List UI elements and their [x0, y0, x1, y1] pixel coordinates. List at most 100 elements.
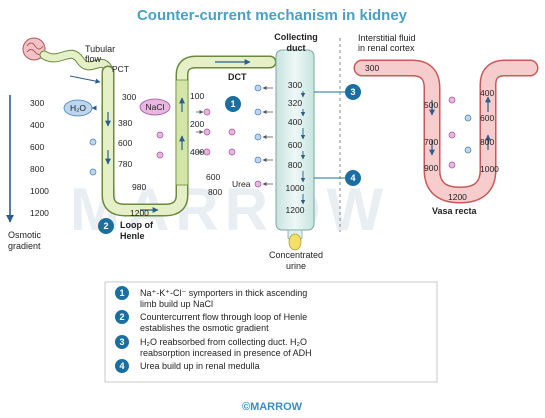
salt-dot-icon: [156, 151, 164, 159]
salt-dot-icon: [203, 148, 211, 156]
duct-value: 1200: [286, 205, 305, 215]
marker-2-badge: [98, 218, 114, 234]
water-dot-icon: [464, 146, 472, 154]
loop-bottom-value: 1200: [130, 208, 149, 218]
marker-4-text: 4: [350, 173, 355, 183]
urea-dot-icon: [254, 180, 262, 188]
marker-3: 3: [314, 84, 361, 100]
marker-4-badge: [345, 170, 361, 186]
water-dot-icon: [254, 108, 262, 116]
vasa-descending-value: 700: [424, 137, 438, 147]
key-badge: [115, 359, 129, 373]
water-dot-icon: [89, 138, 97, 146]
loop-descending-value: 980: [132, 182, 146, 192]
vasa-ascending-value: 600: [480, 113, 494, 123]
scale-value: 1000: [30, 186, 49, 196]
salt-dot-icon: [228, 148, 236, 156]
key-badge-number: 2: [119, 312, 124, 322]
marker-2: 2: [98, 218, 114, 234]
scale-value: 600: [30, 142, 44, 152]
marker-1-badge: [225, 96, 241, 112]
tubular-flow-label-2: flow: [85, 54, 102, 64]
salt-dot-icon: [228, 128, 236, 136]
water-dot-icon: [254, 133, 262, 141]
salt-dot-icon: [156, 131, 164, 139]
loop-ascending-value: 800: [208, 187, 222, 197]
nacl-label: NaCl: [146, 102, 165, 112]
key-badge: [115, 286, 129, 300]
pct-tube: [40, 50, 112, 79]
salt-dot-icon: [203, 108, 211, 116]
nacl-bubble-icon: [139, 98, 171, 116]
thick-ascending-limb: [175, 79, 189, 186]
salt-dot-icon: [448, 131, 456, 139]
collecting-duct-label-1: Collecting: [274, 32, 318, 42]
loop-ascending-value: 100: [190, 91, 204, 101]
scale-value: 1200: [30, 208, 49, 218]
marker-3-badge: [345, 84, 361, 100]
key-badge-number: 3: [119, 337, 124, 347]
vasa-ascending-value: 1000: [480, 164, 499, 174]
h2o-label: H₂O: [70, 103, 86, 113]
vasa-descending-value: 900: [424, 163, 438, 173]
key-badge-number: 4: [119, 361, 124, 371]
vasa-bottom-value: 1200: [448, 192, 467, 202]
salt-dot-icon: [448, 161, 456, 169]
key-box: [104, 281, 438, 383]
key-list: 1 Na⁺-K⁺-Cl⁻ symporters in thick ascendin…: [115, 286, 312, 373]
key-item-text: Urea build up in renal medulla: [140, 361, 260, 371]
duct-value: 600: [288, 140, 302, 150]
scale-value: 300: [30, 98, 44, 108]
marker-1-text: 1: [230, 99, 235, 109]
concentrated-urine-label-1: Concentrated: [269, 250, 323, 260]
urea-label: Urea: [232, 179, 251, 189]
loop-label-2: Henle: [120, 231, 145, 241]
water-dot-icon: [464, 114, 472, 122]
vasa-tube: [355, 61, 537, 203]
key-badge: [115, 335, 129, 349]
duct-value: 800: [288, 160, 302, 170]
marker-4: 4: [314, 170, 361, 186]
tubular-flow-label-1: Tubular: [85, 44, 115, 54]
marker-3-text: 3: [350, 87, 355, 97]
urine-drop-icon: [288, 233, 302, 251]
key-item-text: H₂O reabsorbed from collecting duct. H₂O: [140, 337, 307, 347]
salt-dot-icon: [203, 128, 211, 136]
salt-dot-icon: [448, 96, 456, 104]
water-dot-icon: [89, 168, 97, 176]
water-dot-icon: [254, 84, 262, 92]
concentrated-urine-label-2: urine: [286, 261, 306, 271]
osmotic-gradient-label-2: gradient: [8, 241, 41, 251]
diagram-title: Counter-current mechanism in kidney: [137, 7, 408, 24]
loop-descending-value: 600: [118, 138, 132, 148]
loop-descending-value: 380: [118, 118, 132, 128]
vasa-ascending-value: 400: [480, 88, 494, 98]
key-item-text: reabsorption increased in presence of AD…: [140, 348, 312, 358]
marker-1: 1: [225, 96, 241, 112]
loop-ascending-value: 600: [206, 172, 220, 182]
loop-label-1: Loop of: [120, 220, 154, 230]
key-badge-number: 1: [119, 288, 124, 298]
collecting-duct-label-2: duct: [287, 43, 306, 53]
ion-exchange-markers: [89, 84, 273, 188]
interstitial-label-1: Interstitial fluid: [358, 33, 416, 43]
loop-of-henle-tube: [103, 57, 275, 215]
key-item-text: Na⁺-K⁺-Cl⁻ symporters in thick ascending: [140, 288, 307, 298]
loop-ascending-value: 200: [190, 119, 204, 129]
osmotic-gradient-label-1: Osmotic: [8, 230, 42, 240]
marker-2-text: 2: [103, 221, 108, 231]
key-item-text: limb build up NaCl: [140, 299, 213, 309]
vasa-recta-label: Vasa recta: [432, 206, 478, 216]
dct-label: DCT: [228, 72, 247, 82]
loop-descending-value: 780: [118, 159, 132, 169]
key-item-text: establishes the osmotic gradient: [140, 323, 269, 333]
duct-value: 400: [288, 117, 302, 127]
vasa-ascending-value: 800: [480, 137, 494, 147]
vasa-descending-value: 300: [365, 63, 379, 73]
footer-brand: ©MARROW: [242, 401, 303, 413]
duct-value: 320: [288, 98, 302, 108]
